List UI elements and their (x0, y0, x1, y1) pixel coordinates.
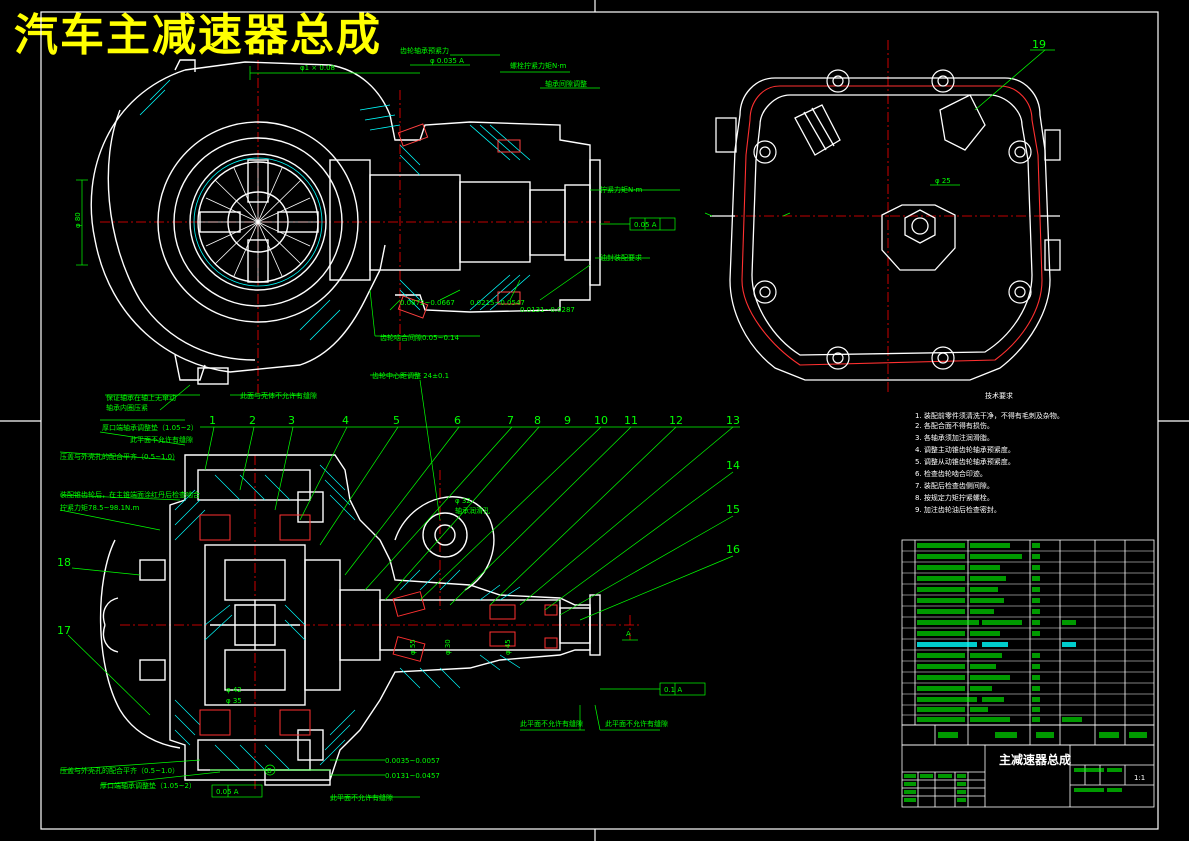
svg-text:压盖与外壳孔的配合平齐（0.5~1.0）: 压盖与外壳孔的配合平齐（0.5~1.0） (60, 452, 179, 461)
parts-list (901, 539, 1155, 746)
callout-11: 11 (624, 414, 638, 427)
svg-text:保证轴承在轴上无窜动: 保证轴承在轴上无窜动 (106, 393, 176, 402)
datum-label-a: A (626, 630, 631, 638)
svg-text:轴承润滑孔: 轴承润滑孔 (455, 506, 490, 515)
svg-text:φ1 × 0.08: φ1 × 0.08 (300, 64, 335, 72)
drawing-name: 主减速器总成 (999, 752, 1071, 767)
callout-7: 7 (507, 414, 514, 427)
bottom-assembly-section-view: 1 2 3 4 5 6 7 8 9 10 11 12 13 14 15 16 1… (57, 221, 740, 802)
callout-17: 17 (57, 624, 71, 637)
svg-text:装配锥齿轮后，在主锥端面涂红丹后检查啮合: 装配锥齿轮后，在主锥端面涂红丹后检查啮合 (60, 490, 200, 499)
svg-text:0.0131~0.0457: 0.0131~0.0457 (385, 772, 440, 780)
svg-text:拧紧力矩78.5~98.1N.m: 拧紧力矩78.5~98.1N.m (60, 503, 139, 512)
svg-text:φ 35: φ 35 (226, 697, 242, 705)
svg-text:4. 调整主动锥齿轮轴承预紧度。: 4. 调整主动锥齿轮轴承预紧度。 (915, 445, 1015, 454)
svg-text:8. 按规定力矩拧紧螺栓。: 8. 按规定力矩拧紧螺栓。 (915, 493, 994, 502)
callout-9: 9 (564, 414, 571, 427)
svg-text:1. 装配前零件须清洗干净，不得有毛刺及杂物。: 1. 装配前零件须清洗干净，不得有毛刺及杂物。 (915, 411, 1064, 420)
svg-text:6. 检查齿轮啮合印迹。: 6. 检查齿轮啮合印迹。 (915, 469, 987, 478)
svg-text:φ 0.035 A: φ 0.035 A (430, 57, 464, 65)
callout-6: 6 (454, 414, 461, 427)
svg-text:轴承间隙调整: 轴承间隙调整 (545, 79, 587, 88)
title-block: 主减速器总成 1:1 (901, 744, 1155, 808)
technical-requirements: 技术要求 1. 装配前零件须清洗干净，不得有毛刺及杂物。 2. 各配合面不得有损… (915, 391, 1064, 514)
svg-text:0.05 A: 0.05 A (216, 788, 239, 796)
svg-text:此平面不允许有缝隙: 此平面不允许有缝隙 (330, 793, 393, 802)
callout-19: 19 (1032, 38, 1046, 51)
callout-18: 18 (57, 556, 71, 569)
callout-5: 5 (393, 414, 400, 427)
tech-req-heading: 技术要求 (985, 391, 1013, 400)
callout-3: 3 (288, 414, 295, 427)
svg-text:油封装配要求: 油封装配要求 (600, 253, 642, 262)
svg-text:此平面不允许有缝隙: 此平面不允许有缝隙 (605, 719, 668, 728)
svg-text:φ 45: φ 45 (504, 639, 512, 655)
svg-text:0.0215~0.0547: 0.0215~0.0547 (470, 299, 525, 307)
svg-text:压盖与外壳孔的配合平齐（0.5~1.0）: 压盖与外壳孔的配合平齐（0.5~1.0） (60, 766, 179, 775)
svg-text:齿轮轴承预紧力: 齿轮轴承预紧力 (400, 46, 449, 55)
svg-text:拧紧力矩N·m: 拧紧力矩N·m (600, 185, 642, 194)
drawing-title: 汽车主减速器总成 (14, 10, 382, 61)
callout-2: 2 (249, 414, 256, 427)
callout-4: 4 (342, 414, 349, 427)
svg-text:0.05 A: 0.05 A (634, 221, 657, 229)
callout-1: 1 (209, 414, 216, 427)
callout-12: 12 (669, 414, 683, 427)
callout-14: 14 (726, 459, 740, 472)
svg-text:0.0131~0.0287: 0.0131~0.0287 (520, 306, 575, 314)
svg-text:0.0035~0.0057: 0.0035~0.0057 (385, 757, 440, 765)
callout-10: 10 (594, 414, 608, 427)
svg-text:φ 30: φ 30 (444, 639, 452, 655)
svg-text:φ 32: φ 32 (455, 497, 471, 505)
top-right-cover-view: 19 φ 25 (704, 38, 1061, 395)
svg-text:7. 装配后检查齿侧间隙。: 7. 装配后检查齿侧间隙。 (915, 481, 994, 490)
svg-text:厚口端轴承调整垫（1.05~2）: 厚口端轴承调整垫（1.05~2） (100, 781, 196, 790)
svg-text:φ 25: φ 25 (935, 177, 951, 185)
drawing-scale: 1:1 (1134, 774, 1145, 782)
svg-text:5. 调整从动锥齿轮轴承预紧度。: 5. 调整从动锥齿轮轴承预紧度。 (915, 457, 1015, 466)
callout-8: 8 (534, 414, 541, 427)
svg-text:此面与壳体不允许有缝隙: 此面与壳体不允许有缝隙 (240, 391, 317, 400)
svg-text:此平面不允许有缝隙: 此平面不允许有缝隙 (130, 435, 193, 444)
svg-text:0.0872~0.0667: 0.0872~0.0667 (400, 299, 455, 307)
svg-text:φ 42: φ 42 (226, 686, 242, 694)
svg-text:此平面不允许有缝隙: 此平面不允许有缝隙 (520, 719, 583, 728)
top-left-section-view: 齿轮轴承预紧力 φ 0.035 A 螺栓拧紧力矩N·m 轴承间隙调整 拧紧力矩N… (74, 46, 680, 412)
svg-text:B: B (267, 767, 272, 775)
callout-13: 13 (726, 414, 740, 427)
svg-text:厚口端轴承调整垫（1.05~2）: 厚口端轴承调整垫（1.05~2） (102, 423, 198, 432)
svg-text:螺栓拧紧力矩N·m: 螺栓拧紧力矩N·m (510, 61, 566, 70)
svg-text:2. 各配合面不得有损伤。: 2. 各配合面不得有损伤。 (915, 421, 994, 430)
svg-text:齿轮中心距调整 24±0.1: 齿轮中心距调整 24±0.1 (372, 371, 449, 380)
svg-text:0.1 A: 0.1 A (664, 686, 682, 694)
svg-text:齿轮啮合间隙0.05~0.14: 齿轮啮合间隙0.05~0.14 (380, 333, 460, 342)
svg-text:φ 80: φ 80 (74, 212, 82, 228)
callout-16: 16 (726, 543, 740, 556)
svg-text:3. 各轴承须加注润滑脂。: 3. 各轴承须加注润滑脂。 (915, 433, 994, 442)
svg-text:轴承内圈压紧: 轴承内圈压紧 (106, 403, 148, 412)
svg-text:φ 55: φ 55 (409, 639, 417, 655)
svg-text:9. 加注齿轮油后检查密封。: 9. 加注齿轮油后检查密封。 (915, 505, 1001, 514)
callout-15: 15 (726, 503, 740, 516)
